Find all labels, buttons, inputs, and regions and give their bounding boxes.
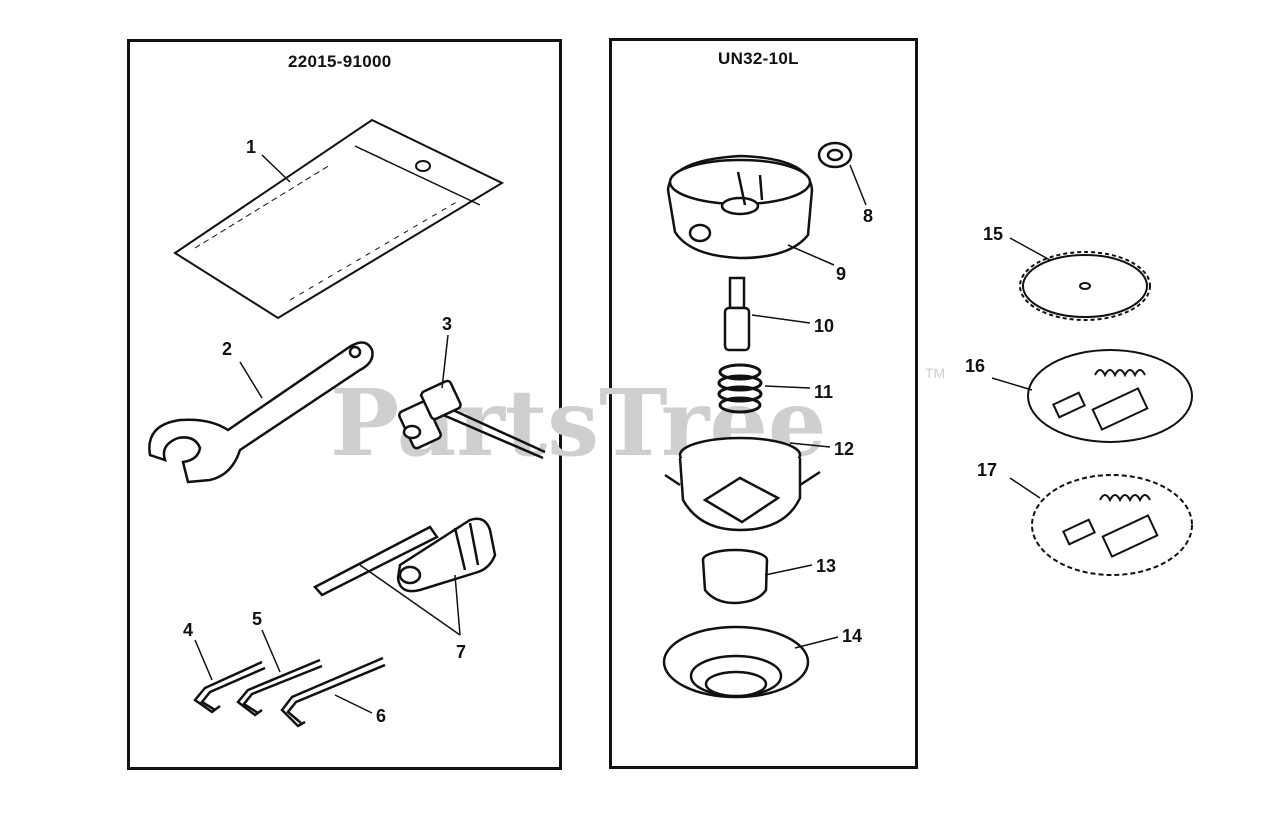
part-14-bump-knob[interactable] (662, 625, 810, 699)
kit-title-left: 22015-91000 (288, 52, 392, 71)
part-8-nut[interactable] (817, 141, 853, 169)
part-12-spool[interactable] (664, 436, 821, 532)
part-11-spring[interactable] (717, 363, 763, 414)
part-4-hex-key[interactable] (193, 660, 266, 714)
callout-16: 16 (965, 356, 985, 376)
part-10-bolt[interactable] (723, 276, 751, 352)
callout-14: 14 (842, 626, 862, 646)
callout-11: 11 (814, 382, 833, 402)
part-7-tool-set[interactable] (313, 517, 497, 597)
callout-1: 1 (246, 137, 256, 157)
callout-17: 17 (977, 460, 997, 480)
part-3-socket-wrench[interactable] (398, 379, 546, 460)
callout-4: 4 (183, 620, 193, 640)
callout-9: 9 (836, 264, 846, 284)
part-2-wrench[interactable] (148, 341, 374, 484)
part-17-decal[interactable] (1031, 474, 1193, 576)
part-1-manual[interactable] (173, 118, 505, 320)
part-9-housing[interactable] (666, 154, 814, 260)
callout-12: 12 (834, 439, 854, 459)
watermark-trademark: TM (925, 365, 945, 381)
callout-3: 3 (442, 314, 452, 334)
part-16-decal[interactable] (1027, 349, 1193, 443)
callout-15: 15 (983, 224, 1003, 244)
callout-2: 2 (222, 339, 232, 359)
callout-8: 8 (863, 206, 873, 226)
callout-13: 13 (816, 556, 836, 576)
part-13-eyelet[interactable] (701, 548, 769, 605)
part-5-hex-key[interactable] (236, 658, 323, 717)
callout-10: 10 (814, 316, 834, 336)
callout-5: 5 (252, 609, 262, 629)
kit-title-right: UN32-10L (718, 49, 799, 68)
callout-7: 7 (456, 642, 466, 662)
part-6-hex-key[interactable] (280, 656, 386, 728)
callout-6: 6 (376, 706, 386, 726)
part-15-saw-blade[interactable] (1019, 251, 1151, 321)
